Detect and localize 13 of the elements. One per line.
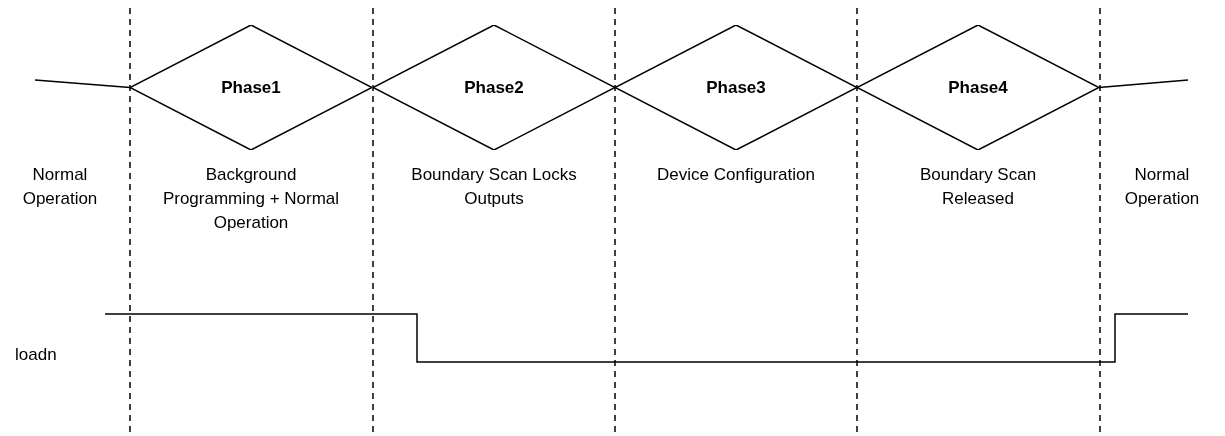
phase-label: Phase4 <box>948 77 1008 98</box>
signal-name: loadn <box>15 345 57 364</box>
state-label: Normal Operation <box>1124 165 1200 208</box>
phase-label: Phase2 <box>464 77 524 98</box>
connector-line <box>1098 79 1189 89</box>
phase-description: Background Programming + Normal Operation <box>162 165 340 232</box>
phase-label: Phase3 <box>706 77 766 98</box>
phase-description: Boundary Scan Locks Outputs <box>411 165 577 208</box>
phase-label: Phase1 <box>221 77 281 98</box>
phase-description: Boundary Scan Released <box>919 165 1037 208</box>
connector-line <box>34 79 131 89</box>
phase-description: Device Configuration <box>657 165 815 184</box>
state-label: Normal Operation <box>22 165 98 208</box>
